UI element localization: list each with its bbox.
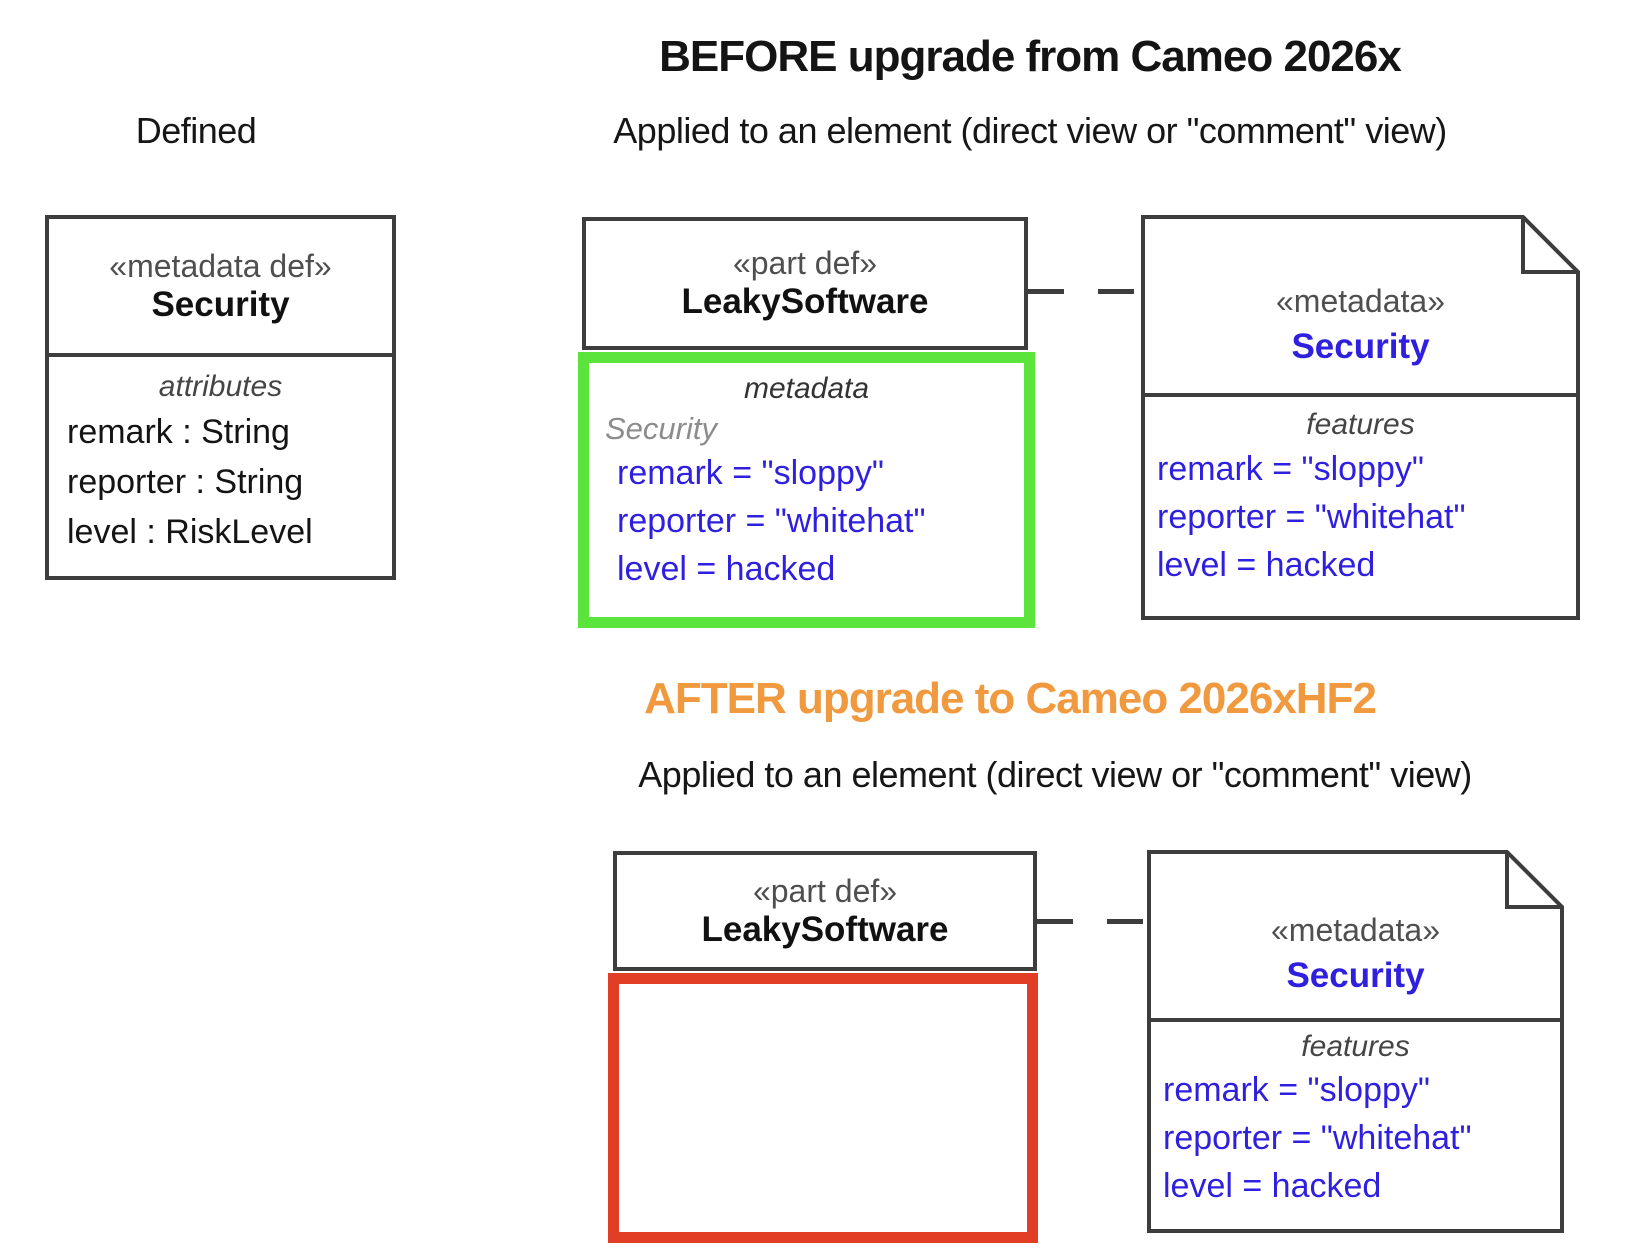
attributes-compartment: attributes remark : String reporter : St… — [49, 357, 392, 557]
feature-value-line: reporter = "whitehat" — [1163, 1119, 1472, 1157]
features-compartment-label: features — [1306, 408, 1415, 441]
metadata-value-line: level = hacked — [617, 550, 836, 588]
metadata-compartment-highlight-green: metadata Security remark = "sloppy" repo… — [578, 352, 1035, 628]
empty-compartment-highlight-red — [608, 973, 1038, 1243]
note-features-compartment: features remark = "sloppy" reporter = "w… — [1147, 1028, 1564, 1210]
applied-label-after: Applied to an element (direct view or "c… — [638, 754, 1472, 795]
before-title: BEFORE upgrade from Cameo 2026x — [659, 32, 1402, 81]
metadata-value-line: remark = "sloppy" — [617, 454, 884, 492]
attribute-item: reporter : String — [67, 463, 304, 501]
note-stereotype: «metadata» Security — [1147, 908, 1564, 998]
after-title: AFTER upgrade to Cameo 2026xHF2 — [644, 674, 1377, 723]
metadata-compartment-label: metadata — [743, 372, 870, 405]
note-name: Security — [1286, 956, 1425, 995]
part-def-stereotype-before: «part def» — [732, 245, 878, 281]
attribute-item: level : RiskLevel — [67, 513, 313, 551]
defined-label: Defined — [135, 110, 257, 151]
metadata-def-name: Security — [151, 284, 290, 324]
applied-metadata-name: Security — [605, 411, 717, 446]
metadata-def-header: «metadata def» Security — [49, 219, 392, 357]
feature-value-line: level = hacked — [1157, 546, 1376, 584]
feature-value-line: reporter = "whitehat" — [1157, 498, 1466, 536]
note-stereotype: «metadata» Security — [1141, 279, 1580, 369]
note-shape-icon — [1147, 850, 1564, 1233]
part-def-box-before: «part def» LeakySoftware — [582, 217, 1028, 350]
metadata-def-stereotype: «metadata def» — [109, 247, 332, 284]
metadata-note-after: «metadata» Security features remark = "s… — [1147, 850, 1564, 1233]
part-def-name-before: LeakySoftware — [681, 282, 929, 321]
attributes-compartment-label: attributes — [158, 370, 283, 403]
connector-dashed-before — [1028, 289, 1141, 294]
applied-label-before: Applied to an element (direct view or "c… — [613, 110, 1447, 151]
metadata-value-line: reporter = "whitehat" — [617, 502, 926, 540]
feature-value-line: remark = "sloppy" — [1157, 450, 1424, 488]
part-def-stereotype-after: «part def» — [752, 872, 898, 909]
connector-dashed-after — [1037, 919, 1147, 924]
feature-value-line: level = hacked — [1163, 1167, 1382, 1205]
note-shape-icon — [1141, 215, 1580, 620]
metadata-def-box: «metadata def» Security attributes remar… — [45, 215, 396, 580]
note-features-compartment: features remark = "sloppy" reporter = "w… — [1141, 405, 1580, 589]
metadata-note-before: «metadata» Security features remark = "s… — [1141, 215, 1580, 620]
features-compartment-label: features — [1301, 1030, 1410, 1063]
note-name: Security — [1291, 327, 1430, 366]
attribute-item: remark : String — [67, 413, 290, 451]
feature-value-line: remark = "sloppy" — [1163, 1071, 1430, 1109]
part-def-name-after: LeakySoftware — [701, 909, 949, 949]
part-def-box-after: «part def» LeakySoftware — [613, 851, 1037, 971]
